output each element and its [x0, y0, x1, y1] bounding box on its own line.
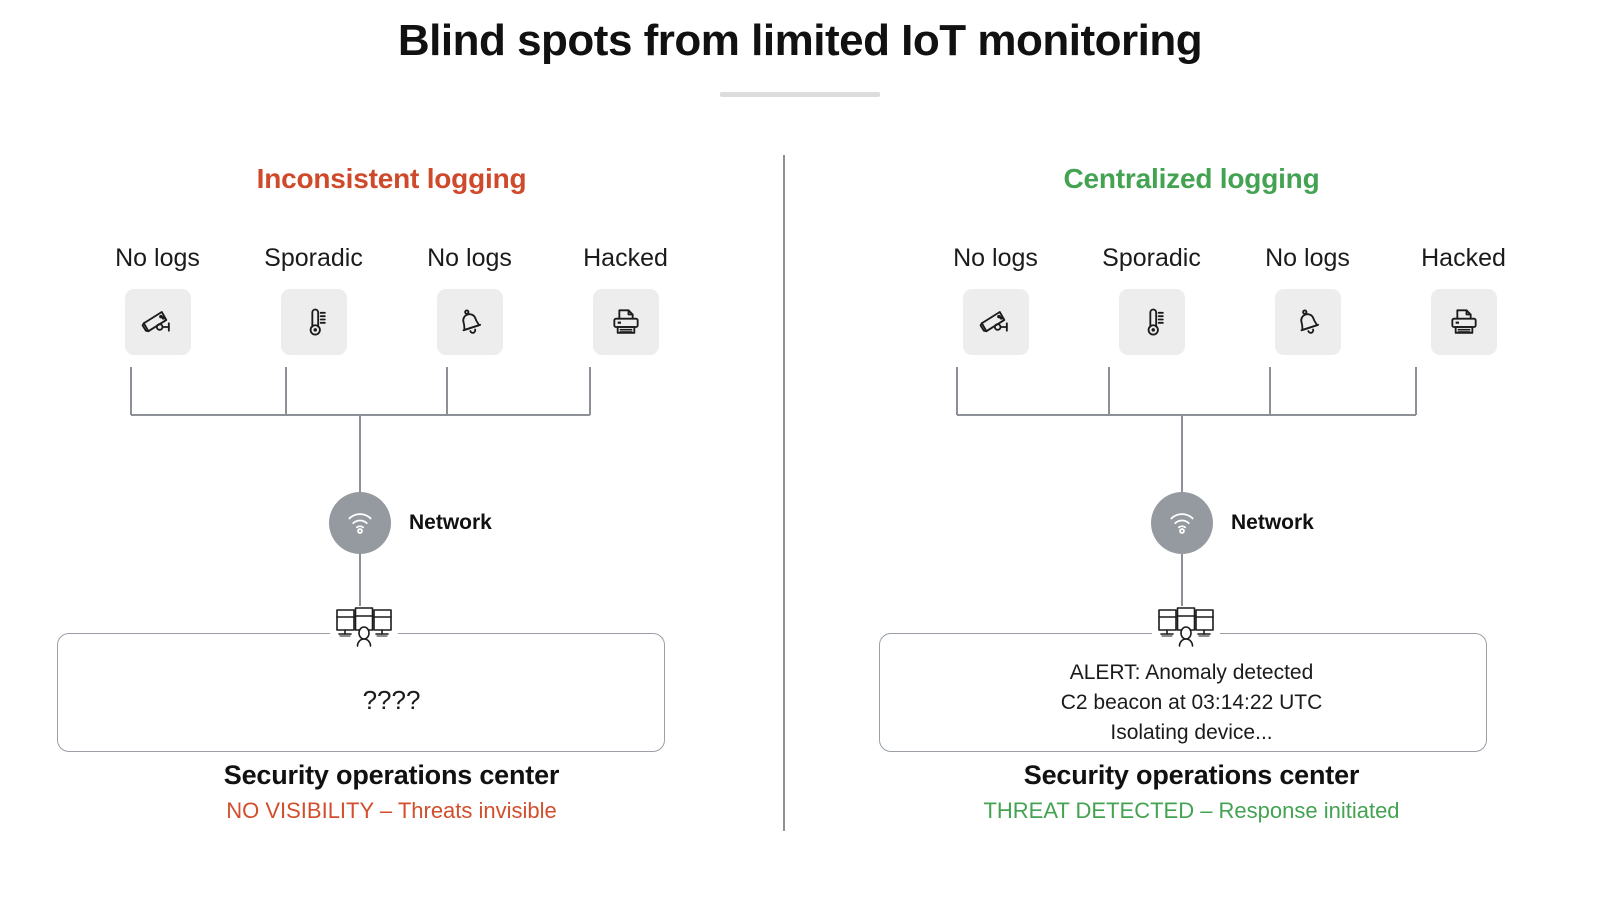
device-label: Hacked — [583, 244, 668, 272]
soc-status-left: NO VISIBILITY – Threats invisible — [226, 798, 557, 823]
device-label: Hacked — [1421, 244, 1506, 272]
thermometer-icon — [1132, 302, 1172, 342]
device-row-right: No logs Sporadic — [783, 246, 1600, 355]
soc-box-text-left: ???? — [0, 682, 783, 719]
soc-workstation-icon-right — [1152, 606, 1220, 650]
soc-title-left: Security operations center — [223, 760, 560, 790]
panel-heading-centralized: Centralized logging — [1063, 163, 1320, 194]
wifi-icon — [1165, 504, 1199, 543]
page-title: Blind spots from limited IoT monitoring — [397, 16, 1203, 65]
device-tile[interactable] — [436, 289, 503, 355]
device-thermometer-right[interactable]: Sporadic — [1097, 246, 1207, 355]
device-tile[interactable] — [1118, 289, 1185, 355]
device-label: No logs — [953, 244, 1038, 272]
connector-bus-left — [0, 367, 783, 427]
network-stem-top-left — [359, 427, 361, 493]
device-camera-left[interactable]: No logs — [103, 246, 213, 355]
panel-divider — [783, 155, 785, 831]
device-label: Sporadic — [264, 244, 363, 272]
device-printer-right[interactable]: Hacked — [1409, 246, 1519, 355]
soc-title-right: Security operations center — [1023, 760, 1360, 790]
soc-box-right — [879, 633, 1487, 752]
device-label: No logs — [427, 244, 512, 272]
device-camera-right[interactable]: No logs — [941, 246, 1051, 355]
soc-box-text-right: ALERT: Anomaly detected C2 beacon at 03:… — [783, 658, 1600, 747]
bell-icon — [450, 302, 490, 342]
panel-inconsistent-logging: Inconsistent logging No logs — [0, 0, 783, 900]
device-tile[interactable] — [1274, 289, 1341, 355]
network-label-right: Network — [1231, 511, 1314, 534]
panel-heading-inconsistent: Inconsistent logging — [256, 163, 527, 194]
device-tile[interactable] — [280, 289, 347, 355]
soc-line: C2 beacon at 03:14:22 UTC — [1060, 690, 1323, 714]
network-node-right[interactable] — [1151, 492, 1213, 554]
device-label: No logs — [1265, 244, 1350, 272]
device-tile[interactable] — [124, 289, 191, 355]
soc-status-right: THREAT DETECTED – Response initiated — [983, 798, 1400, 823]
network-node-left[interactable] — [329, 492, 391, 554]
title-underline-rule — [720, 92, 880, 97]
bell-icon — [1288, 302, 1328, 342]
security-camera-icon — [138, 302, 178, 342]
network-stem-bottom-right — [1181, 554, 1183, 610]
panel-centralized-logging: Centralized logging No logs — [783, 0, 1600, 900]
network-label-left: Network — [409, 511, 492, 534]
device-tile[interactable] — [962, 289, 1029, 355]
network-stem-top-right — [1181, 427, 1183, 493]
soc-line: ALERT: Anomaly detected — [1069, 661, 1314, 684]
network-stem-bottom-left — [359, 554, 361, 610]
device-row-left: No logs Sporadic — [0, 246, 783, 355]
printer-icon — [606, 302, 646, 342]
device-printer-left[interactable]: Hacked — [571, 246, 681, 355]
printer-icon — [1444, 302, 1484, 342]
device-label: No logs — [115, 244, 200, 272]
device-tile[interactable] — [592, 289, 659, 355]
device-bell-left[interactable]: No logs — [415, 246, 525, 355]
wifi-icon — [343, 504, 377, 543]
device-bell-right[interactable]: No logs — [1253, 246, 1363, 355]
device-tile[interactable] — [1430, 289, 1497, 355]
soc-line: Isolating device... — [1110, 720, 1273, 744]
device-thermometer-left[interactable]: Sporadic — [259, 246, 369, 355]
device-label: Sporadic — [1102, 244, 1201, 272]
soc-workstation-icon-left — [330, 606, 398, 650]
connector-bus-right — [783, 367, 1600, 427]
security-camera-icon — [976, 302, 1016, 342]
soc-line: ???? — [362, 685, 421, 715]
thermometer-icon — [294, 302, 334, 342]
